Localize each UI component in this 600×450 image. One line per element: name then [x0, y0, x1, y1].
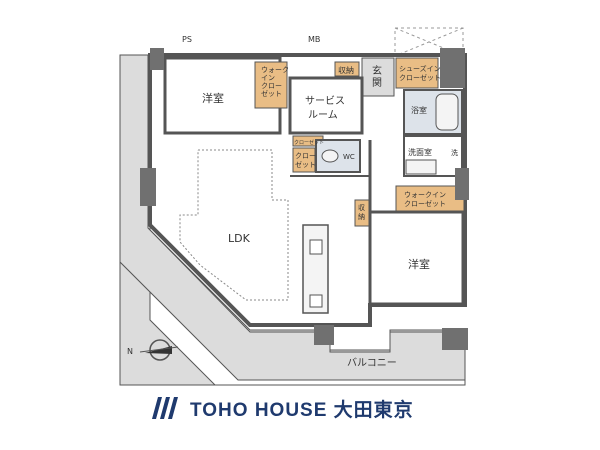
ldk-ceiling-outline — [179, 149, 289, 301]
washroom-label: 洗面室 — [408, 147, 432, 157]
toilet — [321, 149, 339, 163]
closet-label: クロー ゼット — [295, 152, 318, 169]
shoes-closet — [395, 57, 439, 89]
cooktop — [309, 294, 323, 308]
bedroom-lower-label: 洋室 — [408, 257, 430, 271]
column — [440, 48, 465, 88]
sink — [405, 159, 437, 175]
bathtub — [435, 93, 459, 131]
service-room — [288, 76, 364, 135]
column — [455, 168, 469, 200]
balcony-label: バルコニー — [347, 357, 397, 369]
genkan — [361, 57, 395, 97]
genkan-label: 玄 関 — [372, 64, 385, 89]
walkin-upper-label: ウォーク イン クロー ゼット — [261, 66, 291, 98]
north-label: N — [127, 347, 133, 356]
brand-mark-icon — [152, 397, 178, 419]
brand-name: TOHO HOUSE 大田東京 — [190, 399, 414, 421]
brand-logo: TOHO HOUSE 大田東京 — [150, 392, 414, 424]
wc-label: WC — [343, 153, 355, 161]
washer-label: 洗 — [451, 148, 458, 157]
ldk-label: LDK — [228, 232, 251, 245]
mb-label: MB — [308, 35, 320, 44]
north-arrow-icon: N — [127, 339, 179, 361]
column — [442, 328, 468, 350]
closet-small-label: クローゼット — [294, 139, 324, 146]
walkin-closet-upper — [254, 61, 288, 109]
kitchen-sink — [309, 239, 323, 255]
service-room-label: サービス ルーム — [305, 95, 348, 121]
bedroom-upper-label: 洋室 — [202, 91, 224, 105]
bath-label: 浴室 — [411, 105, 427, 115]
storage-top — [334, 61, 360, 77]
column — [314, 325, 334, 345]
shoes-closet-label: シューズイン クローゼット — [399, 64, 443, 82]
ps-label: PS — [182, 35, 192, 44]
walkin-closet-lower — [395, 185, 465, 213]
storage-mid-label: 収 納 — [358, 204, 367, 221]
bedroom-lower — [368, 210, 465, 306]
walkin-lower-label: ウォークイン クローゼット — [404, 191, 448, 208]
column — [140, 168, 156, 206]
column — [150, 48, 164, 70]
balcony-floor — [119, 54, 466, 381]
storage-top-label: 収納 — [338, 65, 354, 75]
